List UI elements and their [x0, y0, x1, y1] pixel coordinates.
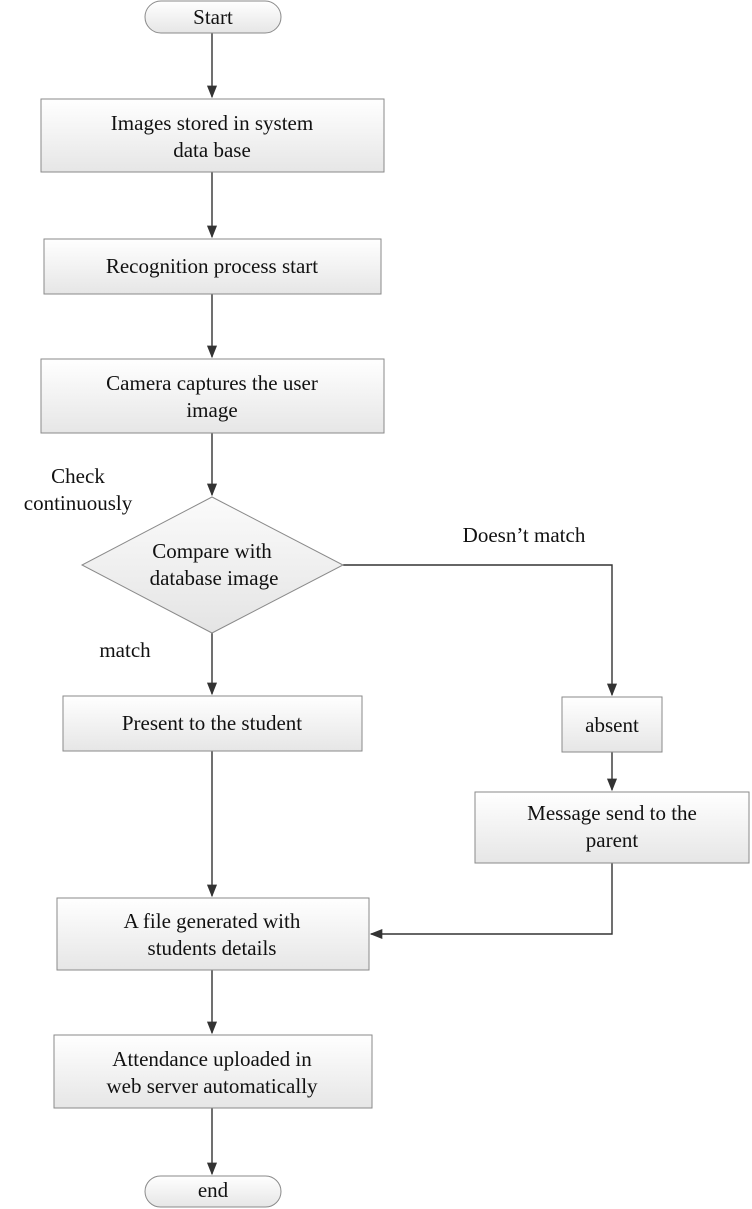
edge-message-to-file: [369, 863, 613, 940]
check-continuously-label-line-1: Check: [51, 464, 105, 488]
file-generated-node: A file generated with students details: [56, 897, 370, 971]
file-generated-label-line-2: students details: [148, 936, 277, 960]
recognition-start-label: Recognition process start: [106, 254, 318, 278]
attendance-uploaded-node: Attendance uploaded in web server automa…: [53, 1034, 373, 1109]
images-stored-label-line-2: data base: [173, 138, 251, 162]
camera-capture-label-line-1: Camera captures the user: [106, 371, 318, 395]
compare-decision-node: Compare with database image: [80, 496, 345, 634]
doesnt-match-label: Doesn’t match: [463, 523, 586, 547]
compare-label-line-1: Compare with: [152, 539, 272, 563]
start-node: Start: [144, 0, 282, 34]
check-continuously-label-line-2: continuously: [24, 491, 133, 515]
edges: [206, 33, 618, 1176]
match-label: match: [99, 638, 151, 662]
images-stored-node: Images stored in system data base: [40, 98, 385, 173]
end-node: end: [144, 1175, 282, 1208]
start-node-label: Start: [193, 5, 233, 29]
attendance-label-line-2: web server automatically: [106, 1074, 318, 1098]
camera-capture-label-line-2: image: [186, 398, 237, 422]
recognition-start-node: Recognition process start: [43, 238, 382, 295]
edge-compare-to-absent: [343, 564, 618, 697]
end-node-label: end: [198, 1178, 229, 1202]
images-stored-label-line-1: Images stored in system: [111, 111, 313, 135]
file-generated-label-line-1: A file generated with: [124, 909, 301, 933]
message-label-line-1: Message send to the: [527, 801, 697, 825]
compare-label-line-2: database image: [150, 566, 279, 590]
message-node: Message send to the parent: [474, 791, 750, 864]
attendance-label-line-1: Attendance uploaded in: [112, 1047, 312, 1071]
present-label: Present to the student: [122, 711, 302, 735]
message-label-line-2: parent: [586, 828, 639, 852]
present-node: Present to the student: [62, 695, 363, 752]
absent-node: absent: [561, 696, 663, 753]
camera-capture-node: Camera captures the user image: [40, 358, 385, 434]
absent-label: absent: [585, 713, 639, 737]
